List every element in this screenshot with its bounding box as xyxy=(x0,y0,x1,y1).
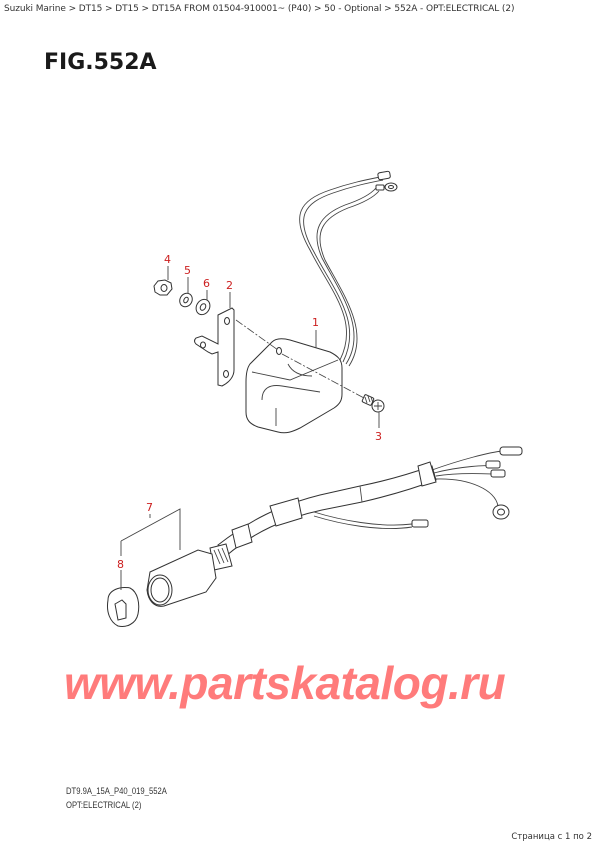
watermark: www.partskatalog.ru xyxy=(64,657,506,709)
figure-code: DT9.9A_15A_P40_019_552A xyxy=(66,786,167,796)
callout-3: 3 xyxy=(375,430,382,443)
part-6-washer[interactable] xyxy=(193,297,212,317)
part-5-washer[interactable] xyxy=(177,291,194,309)
callout-6: 6 xyxy=(203,277,210,290)
callouts: 1 2 3 4 5 6 7 8 xyxy=(117,253,382,571)
callout-8: 8 xyxy=(117,558,124,571)
part-1-unit[interactable] xyxy=(245,338,343,434)
part-3-screw[interactable] xyxy=(361,394,385,413)
part-2-bracket[interactable] xyxy=(194,307,235,387)
callout-4: 4 xyxy=(164,253,171,266)
leader-lines xyxy=(120,266,380,590)
part-8-cap[interactable] xyxy=(107,587,140,627)
unit-wires xyxy=(299,170,398,367)
callout-1: 1 xyxy=(312,316,319,329)
callout-7: 7 xyxy=(146,501,153,514)
figure-title: FIG.552A xyxy=(44,50,157,75)
callout-5: 5 xyxy=(184,264,191,277)
part-7-harness[interactable] xyxy=(146,446,523,607)
page-indicator: Страница с 1 по 2 xyxy=(511,832,592,842)
part-4-nut[interactable] xyxy=(153,279,173,296)
callout-2: 2 xyxy=(226,279,233,292)
figure-description: OPT:ELECTRICAL (2) xyxy=(66,800,142,810)
breadcrumb[interactable]: Suzuki Marine > DT15 > DT15 > DT15A FROM… xyxy=(4,4,515,14)
